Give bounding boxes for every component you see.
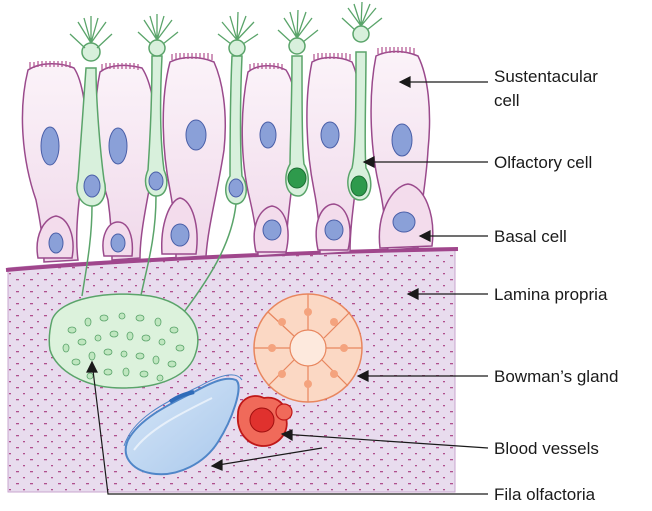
label-lamina-propria: Lamina propria: [494, 285, 608, 304]
label-fila-olfactoria: Fila olfactoria: [494, 485, 596, 504]
bowmans-gland: [254, 294, 362, 402]
label-sustentacular-line2: cell: [494, 91, 520, 110]
fila-olfactoria-bundle: [49, 294, 198, 388]
label-bowmans-gland: Bowman’s gland: [494, 367, 618, 386]
labels: Sustentacular cell Olfactory cell Basal …: [494, 67, 618, 504]
olfactory-cilia: [70, 2, 382, 48]
label-olfactory-cell: Olfactory cell: [494, 153, 592, 172]
label-sustentacular-line1: Sustentacular: [494, 67, 598, 86]
label-blood-vessels: Blood vessels: [494, 439, 599, 458]
label-basal-cell: Basal cell: [494, 227, 567, 246]
